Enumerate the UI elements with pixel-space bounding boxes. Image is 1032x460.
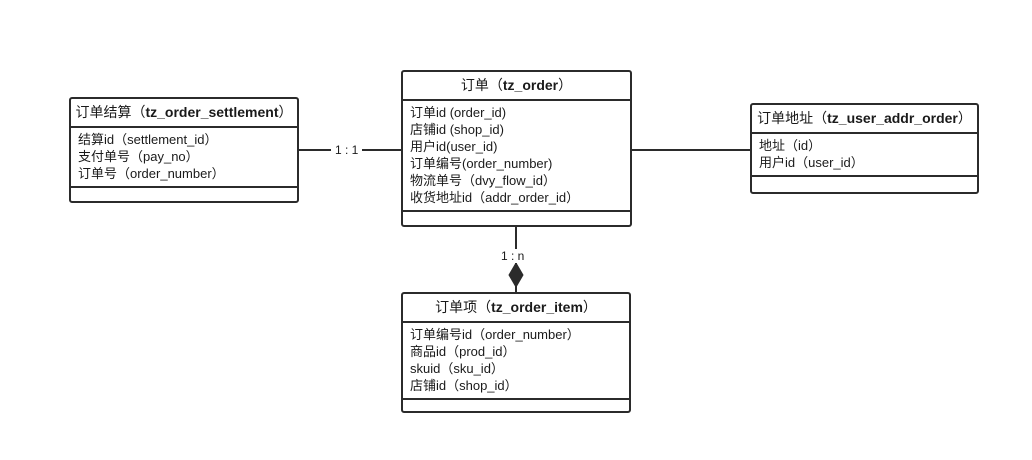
entity-order-settlement-name-cn: 订单结算 bbox=[75, 104, 132, 120]
paren-close: ） bbox=[957, 110, 972, 126]
diamond-arrowhead-icon bbox=[508, 262, 524, 288]
entity-order-footer bbox=[403, 212, 630, 225]
entity-order-header: 订单（tz_order） bbox=[403, 72, 630, 101]
entity-order-settlement[interactable]: 订单结算（tz_order_settlement） 结算id（settlemen… bbox=[69, 97, 299, 203]
field-row: 收货地址id（addr_order_id） bbox=[410, 190, 580, 205]
field-row: 订单编号id（order_number） bbox=[410, 327, 580, 342]
field-row: 订单id (order_id) bbox=[410, 105, 507, 120]
entity-order-settlement-header: 订单结算（tz_order_settlement） bbox=[71, 99, 297, 128]
entity-order-name-cn: 订单 bbox=[460, 77, 489, 93]
entity-order-item-footer bbox=[403, 400, 629, 411]
entity-user-addr-order-name-cn: 订单地址 bbox=[757, 110, 814, 126]
paren-open: （ bbox=[477, 299, 492, 315]
paren-open: （ bbox=[488, 77, 503, 93]
field-row: 店铺id（shop_id） bbox=[410, 378, 518, 393]
entity-order-item-name-en: tz_order_item bbox=[491, 299, 583, 315]
entity-user-addr-order[interactable]: 订单地址（tz_user_addr_order） 地址（id） 用户id（use… bbox=[750, 103, 979, 194]
entity-order-item-fields: 订单编号id（order_number） 商品id（prod_id） skuid… bbox=[403, 323, 629, 400]
entity-order-fields: 订单id (order_id) 店铺id (shop_id) 用户id(user… bbox=[403, 101, 630, 212]
entity-order-item[interactable]: 订单项（tz_order_item） 订单编号id（order_number） … bbox=[401, 292, 631, 413]
paren-close: ） bbox=[278, 104, 293, 120]
field-row: skuid（sku_id） bbox=[410, 361, 504, 376]
paren-close: ） bbox=[558, 77, 573, 93]
field-row: 支付单号（pay_no） bbox=[78, 149, 199, 164]
relation-label-order-orderitem: 1 : n bbox=[497, 249, 529, 263]
field-row: 用户id（user_id） bbox=[759, 155, 864, 170]
entity-user-addr-order-footer bbox=[752, 177, 977, 192]
paren-open: （ bbox=[131, 104, 146, 120]
entity-order[interactable]: 订单（tz_order） 订单id (order_id) 店铺id (shop_… bbox=[401, 70, 632, 227]
entity-order-settlement-fields: 结算id（settlement_id） 支付单号（pay_no） 订单号（ord… bbox=[71, 128, 297, 188]
field-row: 订单编号(order_number) bbox=[410, 156, 553, 171]
entity-order-settlement-name-en: tz_order_settlement bbox=[145, 104, 279, 120]
field-row: 物流单号（dvy_flow_id） bbox=[410, 173, 556, 188]
entity-user-addr-order-fields: 地址（id） 用户id（user_id） bbox=[752, 134, 977, 177]
entity-order-item-header: 订单项（tz_order_item） bbox=[403, 294, 629, 323]
entity-order-name-en: tz_order bbox=[502, 77, 559, 93]
paren-close: ） bbox=[582, 299, 597, 315]
field-row: 用户id(user_id) bbox=[410, 139, 498, 154]
entity-order-item-name-cn: 订单项 bbox=[435, 299, 478, 315]
field-row: 结算id（settlement_id） bbox=[78, 132, 218, 147]
entity-user-addr-order-name-en: tz_user_addr_order bbox=[827, 110, 958, 126]
entity-user-addr-order-header: 订单地址（tz_user_addr_order） bbox=[752, 105, 977, 134]
field-row: 店铺id (shop_id) bbox=[410, 122, 504, 137]
field-row: 商品id（prod_id） bbox=[410, 344, 516, 359]
field-row: 订单号（order_number） bbox=[78, 166, 225, 181]
field-row: 地址（id） bbox=[759, 138, 822, 153]
relation-label-settlement-order: 1 : 1 bbox=[331, 143, 363, 157]
paren-open: （ bbox=[813, 110, 828, 126]
entity-order-settlement-footer bbox=[71, 188, 297, 201]
